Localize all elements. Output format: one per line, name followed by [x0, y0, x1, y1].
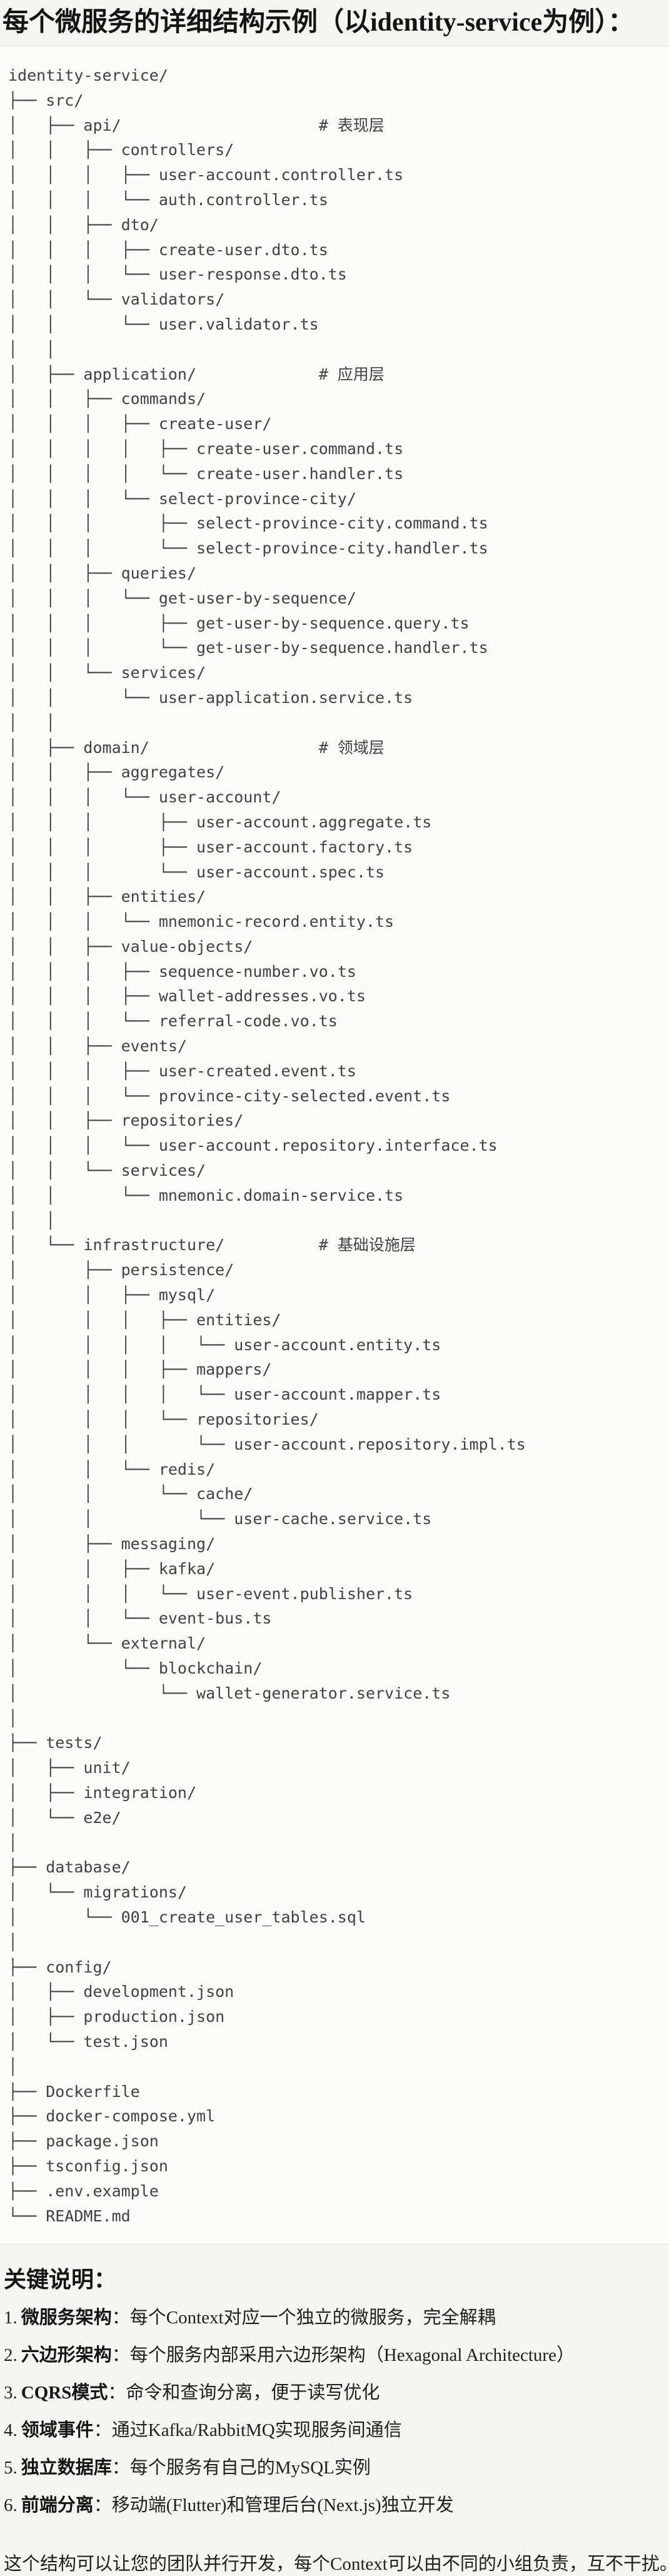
- note-item-desc: 每个服务有自己的MySQL实例: [129, 2458, 371, 2478]
- note-item-colon: ：: [93, 2420, 112, 2441]
- note-item-number: 1.: [4, 2308, 18, 2328]
- notes-heading: 关键说明：: [4, 2267, 117, 2293]
- note-item-colon: ：: [111, 2345, 130, 2366]
- note-item-number: 4.: [4, 2420, 18, 2441]
- note-item: 4.领域事件：通过Kafka/RabbitMQ实现服务间通信: [4, 2418, 663, 2442]
- note-item-number: 3.: [4, 2383, 18, 2403]
- note-item-number: 6.: [4, 2495, 18, 2516]
- directory-tree-panel: identity-service/ ├── src/ │ ├── api/ # …: [0, 46, 669, 2245]
- note-item: 5.独立数据库：每个服务有自己的MySQL实例: [4, 2456, 663, 2480]
- note-item-number: 2.: [4, 2345, 18, 2366]
- note-item-desc: 命令和查询分离，便于读写优化: [126, 2383, 380, 2403]
- note-item: 2.六边形架构：每个服务内部采用六边形架构（Hexagonal Architec…: [4, 2343, 663, 2367]
- note-item-colon: ：: [111, 2308, 130, 2328]
- note-item-number: 5.: [4, 2458, 18, 2478]
- note-item-term: CQRS模式: [21, 2383, 108, 2403]
- note-item: 6.前端分离：移动端(Flutter)和管理后台(Next.js)独立开发: [4, 2493, 663, 2517]
- note-item-term: 前端分离: [21, 2495, 94, 2516]
- note-item-term: 六边形架构: [21, 2345, 112, 2366]
- note-item-desc: 每个Context对应一个独立的微服务，完全解耦: [129, 2308, 496, 2328]
- note-item-term: 微服务架构: [21, 2308, 112, 2328]
- note-item-desc: 移动端(Flutter)和管理后台(Next.js)独立开发: [111, 2495, 454, 2516]
- note-item: 3.CQRS模式：命令和查询分离，便于读写优化: [4, 2381, 663, 2405]
- note-item-colon: ：: [111, 2458, 130, 2478]
- note-item-desc: 每个服务内部采用六边形架构（Hexagonal Architecture）: [129, 2345, 575, 2366]
- doc-header: 每个微服务的详细结构示例（以identity-service为例）：: [0, 0, 669, 46]
- note-item-colon: ：: [93, 2495, 112, 2516]
- note-item-term: 领域事件: [21, 2420, 94, 2441]
- note-item-desc: 通过Kafka/RabbitMQ实现服务间通信: [111, 2420, 402, 2441]
- note-item-term: 独立数据库: [21, 2458, 112, 2478]
- page-title: 每个微服务的详细结构示例（以identity-service为例）：: [3, 8, 635, 37]
- directory-tree: identity-service/ ├── src/ │ ├── api/ # …: [8, 66, 526, 2225]
- note-item: 1.微服务架构：每个Context对应一个独立的微服务，完全解耦: [4, 2306, 663, 2330]
- note-item-colon: ：: [108, 2383, 126, 2403]
- notes-footer: 这个结构可以让您的团队并行开发，每个Context可以由不同的小组负责，互不干扰…: [4, 2554, 669, 2575]
